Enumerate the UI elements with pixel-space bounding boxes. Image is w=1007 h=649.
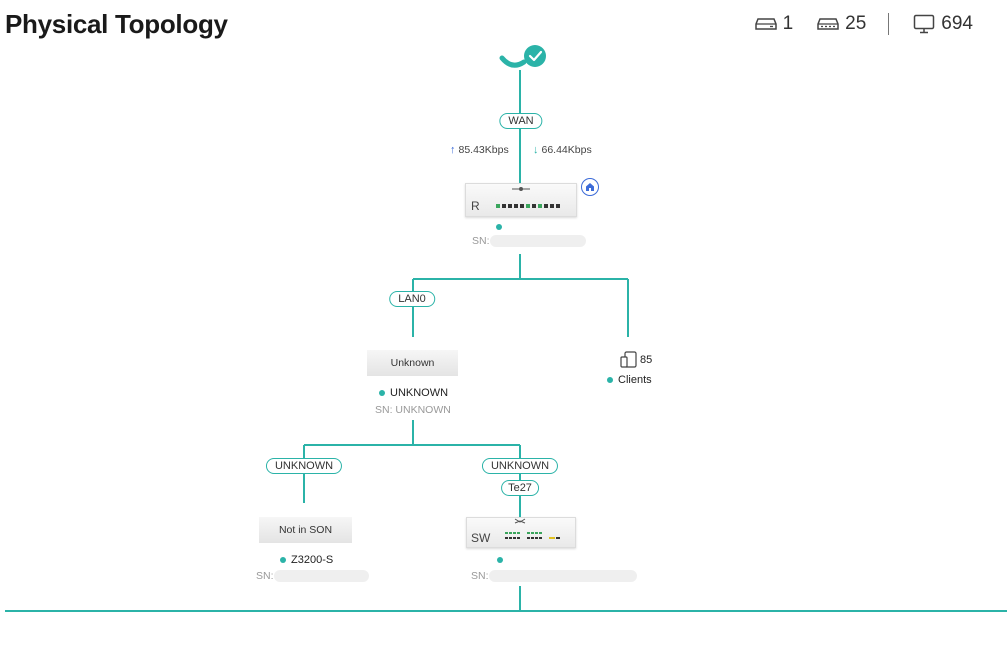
- home-icon: [586, 183, 594, 191]
- page-title: Physical Topology: [5, 9, 228, 39]
- not-in-son-status: Z3200-S: [280, 554, 333, 566]
- not-in-son-sn: SN:: [256, 570, 369, 582]
- clients-status-dot: [607, 377, 613, 383]
- router-sn: SN:: [472, 235, 586, 247]
- gateway-count[interactable]: 1: [754, 13, 794, 35]
- gateway-count-value: 1: [782, 13, 794, 34]
- download-rate: ↓ 66.44Kbps: [533, 144, 592, 156]
- switch-sn: SN:: [471, 570, 637, 582]
- clients-label-text: Clients: [618, 374, 652, 386]
- stats-divider: [888, 13, 890, 35]
- te27-port-label[interactable]: Te27: [501, 480, 539, 496]
- upload-rate: ↑ 85.43Kbps: [450, 144, 509, 156]
- switch-logo-icon: [514, 518, 526, 524]
- switch-count-value: 25: [845, 13, 867, 34]
- device-stats: 1 25 694: [754, 13, 973, 35]
- switch-ports-icon: [505, 532, 560, 539]
- router-tag: R: [471, 199, 480, 213]
- client-count[interactable]: 694: [913, 13, 973, 35]
- clients-label: Clients: [607, 374, 652, 386]
- router-device[interactable]: R: [465, 183, 577, 217]
- clients-node[interactable]: 85: [620, 351, 652, 369]
- unknown-status-dot: [379, 390, 385, 396]
- upload-rate-value: 85.43Kbps: [458, 144, 509, 156]
- gateway-icon: [754, 18, 777, 30]
- switch-sn-redacted: [488, 570, 637, 582]
- wan-port-label[interactable]: WAN: [499, 113, 543, 129]
- phone-tablet-icon: [620, 351, 637, 368]
- not-in-son-sn-label: SN:: [256, 570, 274, 582]
- upload-arrow-icon: ↑: [450, 144, 456, 156]
- switch-status-dot: [497, 557, 503, 563]
- left-port-label[interactable]: UNKNOWN: [265, 458, 343, 474]
- not-in-son-device[interactable]: Not in SON: [259, 517, 352, 543]
- switch-count[interactable]: 25: [817, 13, 866, 35]
- not-in-son-sn-redacted: [273, 570, 369, 582]
- switch-icon: [817, 18, 839, 30]
- router-ports-icon: [496, 204, 560, 208]
- lan0-port-label[interactable]: LAN0: [389, 291, 435, 307]
- download-arrow-icon: ↓: [533, 144, 539, 156]
- right-port-label[interactable]: UNKNOWN: [481, 458, 559, 474]
- switch-sn-label: SN:: [471, 570, 489, 582]
- not-in-son-status-dot: [280, 557, 286, 563]
- router-sn-label: SN:: [472, 235, 490, 247]
- switch-device[interactable]: SW: [466, 517, 576, 548]
- download-rate-value: 66.44Kbps: [541, 144, 592, 156]
- unknown-status-text: UNKNOWN: [390, 387, 449, 399]
- router-status-dot: [496, 224, 502, 230]
- unknown-device-sn: SN: UNKNOWN: [375, 404, 451, 416]
- internet-status-icon: [499, 45, 546, 68]
- unknown-device[interactable]: Unknown: [367, 350, 458, 376]
- home-badge[interactable]: [581, 178, 599, 196]
- client-count-value: 694: [941, 13, 973, 34]
- unknown-device-status: UNKNOWN: [379, 387, 448, 399]
- not-in-son-model: Z3200-S: [291, 554, 334, 566]
- clients-count-value: 85: [640, 354, 653, 366]
- monitor-icon: [914, 14, 935, 34]
- router-sn-redacted: [489, 235, 586, 247]
- router-logo-icon: [512, 187, 530, 191]
- switch-tag: SW: [471, 531, 491, 545]
